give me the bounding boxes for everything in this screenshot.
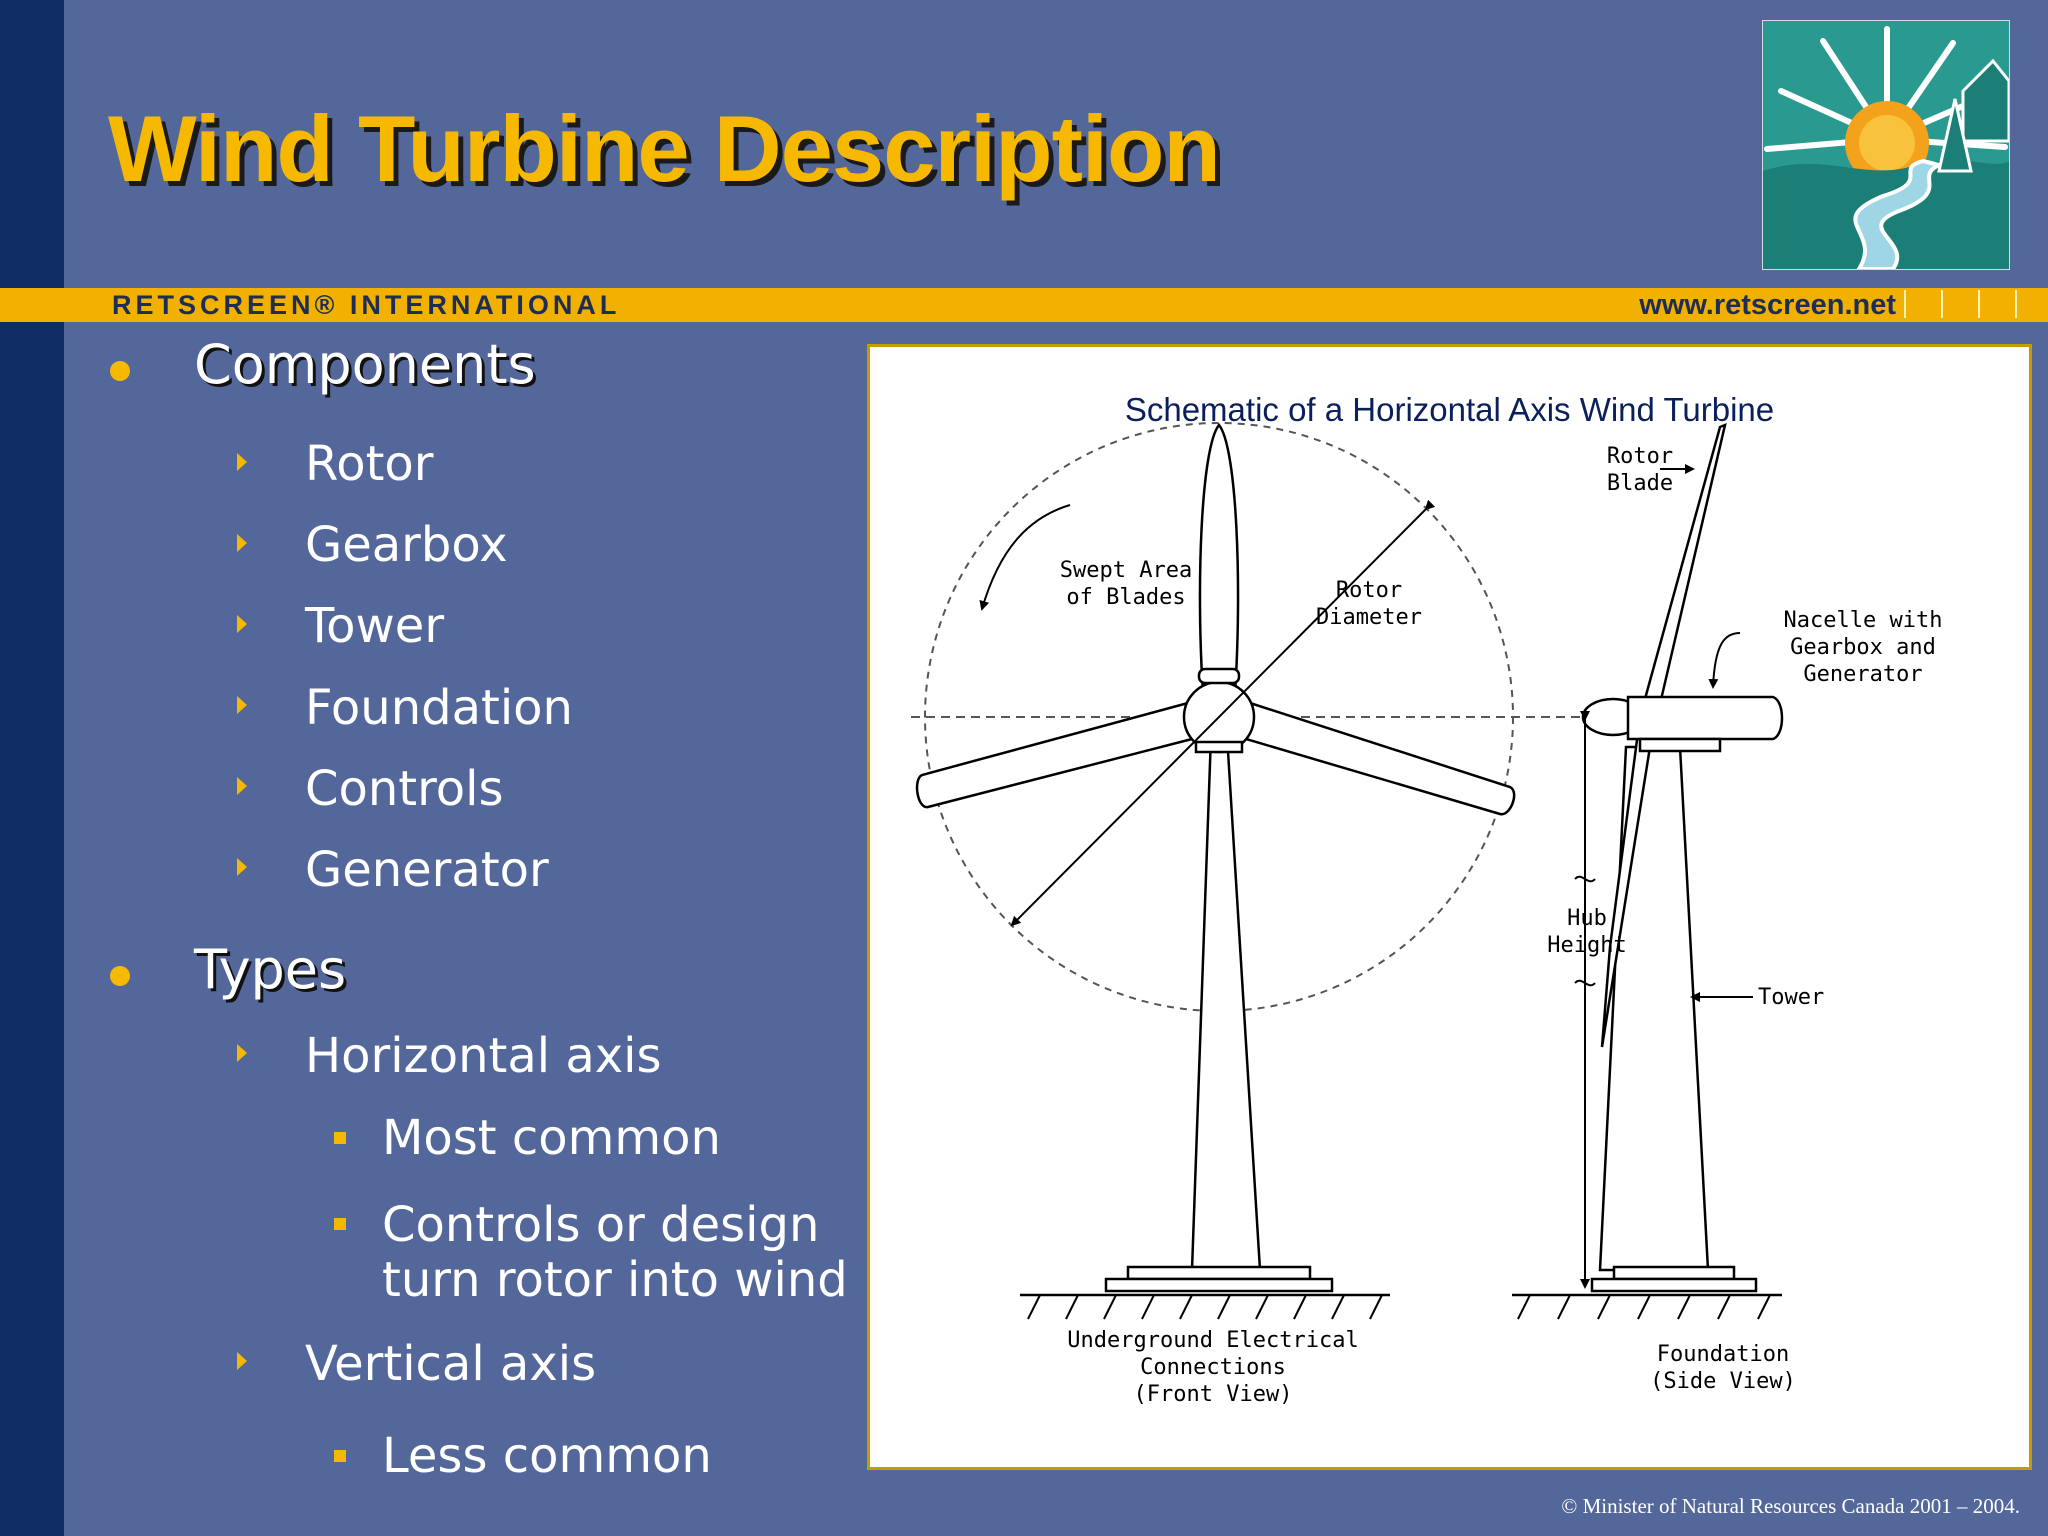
arrow-bullet-icon bbox=[237, 1044, 247, 1062]
square-bullet-icon bbox=[334, 1450, 346, 1462]
rotor-diameter-label: Rotor bbox=[1336, 578, 1402, 603]
square-bullet-icon bbox=[334, 1218, 346, 1230]
horizontal-detail: Controls or design bbox=[382, 1197, 820, 1253]
square-bullet-icon bbox=[334, 1132, 346, 1144]
front-blade-right bbox=[1244, 701, 1516, 816]
horizontal-detail: Most common bbox=[382, 1110, 721, 1166]
arrow-bullet-icon bbox=[237, 453, 247, 471]
front-tower bbox=[1190, 733, 1262, 1272]
arrow-bullet-icon bbox=[237, 858, 247, 876]
arrow-bullet-icon bbox=[237, 534, 247, 552]
rotor-diameter-arrow bbox=[1010, 499, 1436, 927]
tower-label: Tower bbox=[1758, 985, 1824, 1010]
hub-height-label: Hub bbox=[1567, 906, 1607, 931]
underground-label-2: Connections bbox=[1140, 1355, 1286, 1380]
foundation-label-2: (Side View) bbox=[1650, 1369, 1796, 1394]
component-item: Gearbox bbox=[305, 517, 508, 573]
component-item: Rotor bbox=[305, 436, 434, 492]
sun-river-icon bbox=[1763, 21, 2009, 269]
turbine-schematic-figure: Schematic of a Horizontal Axis Wind Turb… bbox=[867, 344, 2032, 1470]
swept-area-label: Swept Area bbox=[1060, 558, 1192, 583]
component-item: Foundation bbox=[305, 680, 573, 736]
website-url[interactable]: www.retscreen.net bbox=[1639, 289, 1896, 321]
bullet-components: Components bbox=[194, 333, 536, 396]
horizontal-detail-cont: turn rotor into wind bbox=[382, 1252, 848, 1308]
component-item: Tower bbox=[305, 598, 445, 654]
brand-name: RETSCREEN® INTERNATIONAL bbox=[112, 290, 621, 320]
retscreen-banner: RETSCREEN® INTERNATIONAL www.retscreen.n… bbox=[0, 288, 2048, 322]
copyright-notice: © Minister of Natural Resources Canada 2… bbox=[1561, 1494, 2020, 1518]
hub-height-label-2: Height bbox=[1547, 933, 1626, 958]
nacelle-label-3: Generator bbox=[1803, 662, 1922, 687]
nacelle-label-2: Gearbox and bbox=[1790, 635, 1936, 660]
type-vertical-axis: Vertical axis bbox=[305, 1336, 597, 1392]
arrow-bullet-icon bbox=[237, 1352, 247, 1370]
front-blade-up bbox=[1198, 423, 1240, 695]
side-ground-hatch bbox=[1517, 1294, 1771, 1320]
left-accent-stripe bbox=[0, 0, 64, 1536]
side-nacelle bbox=[1626, 695, 1784, 741]
figure-title: Schematic of a Horizontal Axis Wind Turb… bbox=[1124, 391, 1775, 428]
front-blade-left bbox=[915, 701, 1194, 809]
rotor-blade-label: Rotor bbox=[1607, 444, 1673, 469]
bullet-dot bbox=[110, 966, 130, 986]
rotor-blade-label-2: Blade bbox=[1607, 471, 1673, 496]
component-item: Controls bbox=[305, 761, 504, 817]
swept-area-arrow bbox=[979, 504, 1071, 611]
turbine-schematic-drawing: Swept Area of Blades Rotor Diameter Roto… bbox=[911, 422, 1943, 1407]
underground-label: Underground Electrical bbox=[1067, 1328, 1358, 1353]
component-item: Generator bbox=[305, 842, 549, 898]
side-tower bbox=[1598, 745, 1710, 1272]
nacelle-pointer bbox=[1708, 632, 1741, 689]
rotor-diameter-label-2: Diameter bbox=[1316, 605, 1422, 630]
arrow-bullet-icon bbox=[237, 777, 247, 795]
swept-area-label-2: of Blades bbox=[1066, 585, 1185, 610]
type-horizontal-axis: Horizontal axis bbox=[305, 1028, 662, 1084]
front-ground-hatch bbox=[1027, 1294, 1383, 1320]
banner-decoration bbox=[1904, 290, 2048, 318]
arrow-bullet-icon bbox=[237, 615, 247, 633]
vertical-detail: Less common bbox=[382, 1428, 712, 1484]
arrow-bullet-icon bbox=[237, 696, 247, 714]
bullet-types: Types bbox=[194, 938, 347, 1001]
retscreen-sun-logo bbox=[1762, 20, 2010, 270]
underground-label-3: (Front View) bbox=[1134, 1382, 1293, 1407]
bullet-dot bbox=[110, 361, 130, 381]
slide-title: Wind Turbine Description bbox=[108, 96, 1221, 201]
foundation-label: Foundation bbox=[1657, 1342, 1789, 1367]
nacelle-label: Nacelle with bbox=[1784, 608, 1943, 633]
